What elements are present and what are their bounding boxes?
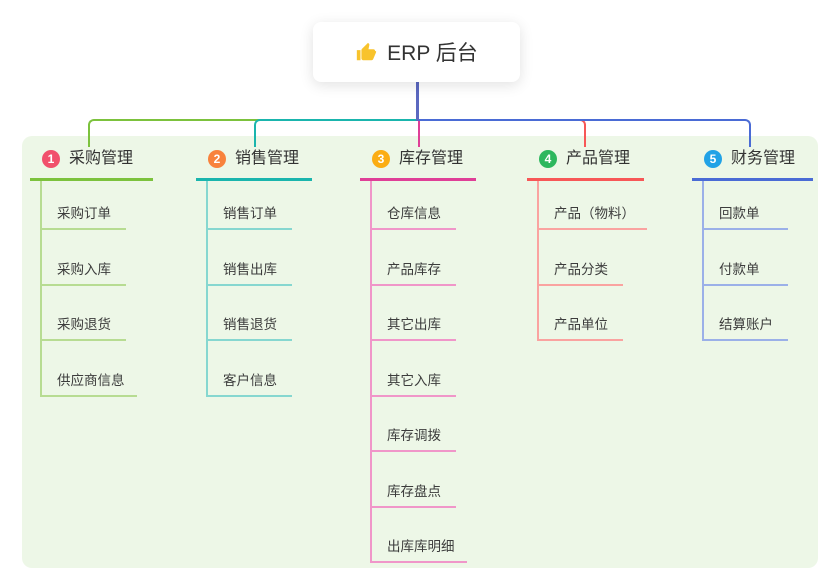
branch-number-badge: 5 xyxy=(704,150,722,168)
root-node-erp[interactable]: ERP 后台 xyxy=(313,22,520,82)
child-label: 供应商信息 xyxy=(57,372,125,388)
branch-number-badge: 1 xyxy=(42,150,60,168)
branches-background-panel xyxy=(22,136,818,568)
child-label: 采购入库 xyxy=(57,261,111,277)
branch-header-1[interactable]: 1 采购管理 xyxy=(30,146,153,181)
children-connector-line xyxy=(537,181,539,341)
child-label: 仓库信息 xyxy=(387,206,441,221)
child-node[interactable]: 产品（物料） xyxy=(537,181,647,230)
branch-label: 产品管理 xyxy=(566,150,631,167)
root-connector-line xyxy=(415,82,419,121)
child-label: 产品库存 xyxy=(387,261,441,277)
branch-connector-5 xyxy=(417,119,751,147)
child-label: 产品（物料） xyxy=(554,206,635,221)
child-label: 客户信息 xyxy=(223,372,277,388)
branch-header-4[interactable]: 4 产品管理 xyxy=(527,146,644,181)
child-label: 销售订单 xyxy=(223,206,277,221)
child-label: 采购退货 xyxy=(57,317,111,332)
child-node[interactable]: 库存盘点 xyxy=(370,452,456,508)
branch-label: 采购管理 xyxy=(69,150,134,167)
branch-children: 产品（物料） 产品分类产品单位 xyxy=(537,181,647,341)
child-label: 付款单 xyxy=(719,261,760,277)
child-label: 采购订单 xyxy=(57,206,111,221)
child-node[interactable]: 采购退货 xyxy=(40,286,126,341)
child-node[interactable]: 结算账户 xyxy=(702,286,788,341)
branch-3: 3 库存管理仓库信息产品库存其它出库其它入库库存调拨库存盘点出库库明细 xyxy=(360,146,476,563)
branch-label: 销售管理 xyxy=(235,150,300,167)
child-node[interactable]: 其它出库 xyxy=(370,286,456,341)
branch-4: 4 产品管理产品（物料） 产品分类产品单位 xyxy=(527,146,647,341)
child-label: 结算账户 xyxy=(719,317,773,332)
child-node[interactable]: 回款单 xyxy=(702,181,788,230)
root-node-label: ERP 后台 xyxy=(387,42,478,65)
child-node[interactable]: 采购订单 xyxy=(40,181,126,230)
thumbs-up-icon xyxy=(357,42,377,61)
child-label: 回款单 xyxy=(719,206,760,221)
child-node[interactable]: 仓库信息 xyxy=(370,181,456,230)
branch-number-badge: 2 xyxy=(208,150,226,168)
children-connector-line xyxy=(370,181,372,563)
branch-1: 1 采购管理采购订单采购入库采购退货供应商信息 xyxy=(30,146,153,397)
branch-children: 回款单付款单结算账户 xyxy=(702,181,813,341)
child-node[interactable]: 采购入库 xyxy=(40,230,126,286)
child-label: 库存盘点 xyxy=(387,483,441,499)
child-label: 产品分类 xyxy=(554,261,608,277)
branch-connector-2 xyxy=(254,119,419,147)
child-node[interactable]: 库存调拨 xyxy=(370,397,456,452)
branch-5: 5 财务管理回款单付款单结算账户 xyxy=(692,146,813,341)
child-label: 产品单位 xyxy=(554,317,608,332)
child-node[interactable]: 销售出库 xyxy=(206,230,292,286)
branch-connector-3 xyxy=(417,121,420,147)
branch-label: 库存管理 xyxy=(399,150,464,167)
branch-2: 2 销售管理销售订单销售出库销售退货客户信息 xyxy=(196,146,312,397)
child-label: 其它出库 xyxy=(387,317,441,332)
child-label: 销售出库 xyxy=(223,261,277,277)
child-node[interactable]: 销售订单 xyxy=(206,181,292,230)
branch-children: 采购订单采购入库采购退货供应商信息 xyxy=(40,181,153,397)
child-node[interactable]: 销售退货 xyxy=(206,286,292,341)
branch-children: 销售订单销售出库销售退货客户信息 xyxy=(206,181,312,397)
child-node[interactable]: 付款单 xyxy=(702,230,788,286)
branch-children: 仓库信息产品库存其它出库其它入库库存调拨库存盘点出库库明细 xyxy=(370,181,476,563)
child-node[interactable]: 客户信息 xyxy=(206,341,292,397)
child-node[interactable]: 出库库明细 xyxy=(370,508,467,563)
branch-label: 财务管理 xyxy=(731,150,796,167)
child-node[interactable]: 产品库存 xyxy=(370,230,456,286)
child-label: 出库库明细 xyxy=(387,539,455,554)
branch-number-badge: 3 xyxy=(372,150,390,168)
children-connector-line xyxy=(702,181,704,341)
branch-header-3[interactable]: 3 库存管理 xyxy=(360,146,476,181)
child-label: 库存调拨 xyxy=(387,428,441,443)
children-connector-line xyxy=(206,181,208,397)
child-node[interactable]: 供应商信息 xyxy=(40,341,137,397)
child-node[interactable]: 产品单位 xyxy=(537,286,623,341)
child-node[interactable]: 其它入库 xyxy=(370,341,456,397)
child-label: 其它入库 xyxy=(387,372,441,388)
branch-number-badge: 4 xyxy=(539,150,557,168)
branch-connector-1 xyxy=(88,119,419,147)
branch-header-5[interactable]: 5 财务管理 xyxy=(692,146,813,181)
child-node[interactable]: 产品分类 xyxy=(537,230,623,286)
branch-header-2[interactable]: 2 销售管理 xyxy=(196,146,312,181)
children-connector-line xyxy=(40,181,42,397)
child-label: 销售退货 xyxy=(223,317,277,332)
